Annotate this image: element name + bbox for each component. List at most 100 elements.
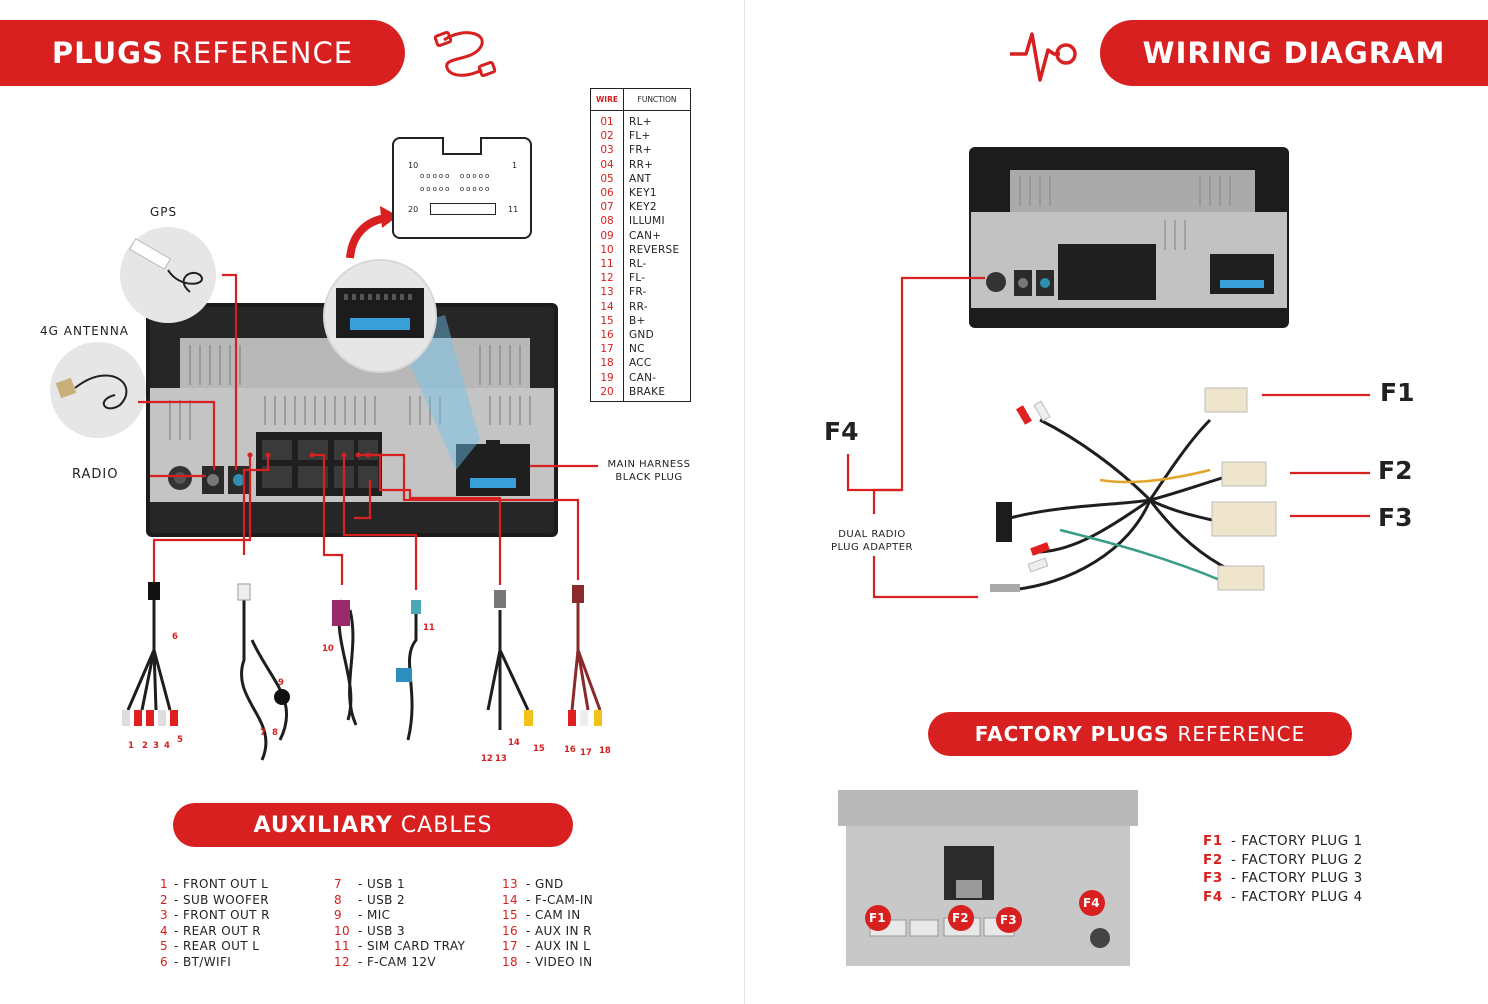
factory-plugs-banner: FACTORY PLUGS REFERENCE: [928, 712, 1352, 756]
aux-item-number: 12: [334, 954, 351, 969]
aux-item-number: 15: [502, 908, 519, 922]
factory-plug-label: - FACTORY PLUG 2: [1231, 851, 1363, 868]
photo-marker-f3: F3: [1000, 913, 1017, 927]
aux-item-number: 11: [334, 939, 351, 953]
wire-function: BRAKE: [629, 385, 666, 398]
aux-list-item: 4- REAR OUT R: [160, 924, 261, 940]
photo-marker-f4: F4: [1083, 896, 1100, 910]
cable-number-16: 16: [564, 745, 576, 755]
wire-function: RL+: [629, 116, 652, 128]
banner-bold: FACTORY PLUGS: [974, 722, 1170, 746]
aux-item-number: 1: [160, 877, 169, 891]
wire-function: CAN+: [629, 229, 662, 242]
aux-item-label: - F-CAM 12V: [358, 954, 437, 969]
factory-plug-code: F4: [1203, 888, 1223, 905]
aux-item-label: - REAR OUT R: [174, 923, 261, 938]
factory-plug-label: - FACTORY PLUG 3: [1231, 870, 1363, 886]
main-harness-line-2: BLACK PLUG: [615, 472, 683, 483]
wire-number: 13: [600, 286, 614, 299]
aux-list-item: 6- BT/WIFI: [160, 955, 231, 971]
wire-table-column-separator: [623, 110, 624, 401]
factory-plug-label: - FACTORY PLUG 4: [1231, 888, 1363, 905]
wire-table-row: 20 BRAKE: [591, 385, 690, 399]
aux-item-number: 5: [160, 939, 169, 953]
aux-list-item: 12 - F-CAM 12V: [334, 955, 436, 971]
dual-radio-line-2: PLUG ADAPTER: [831, 542, 913, 553]
aux-item-number: 13: [502, 877, 519, 891]
aux-item-label: - MIC: [358, 908, 391, 922]
cable-number-3: 3: [153, 741, 159, 751]
factory-plug-label: - FACTORY PLUG 1: [1231, 833, 1363, 849]
plugs-reference-banner: PLUGS REFERENCE: [0, 20, 405, 86]
banner-bold: AUXILIARY: [253, 812, 393, 838]
wire-number: 14: [600, 300, 614, 313]
aux-list-item: 2 - SUB WOOFER: [160, 893, 269, 909]
wire-number: 19: [600, 371, 614, 384]
wire-function: RR+: [629, 158, 654, 171]
aux-list-item: 17- AUX IN L: [502, 939, 590, 955]
wire-function: GND: [629, 329, 654, 341]
aux-item-label: - FRONT OUT L: [174, 877, 269, 891]
wire-number: 16: [600, 329, 614, 341]
harness-label-f3: F3: [1378, 503, 1413, 532]
cable-number-7: 7: [260, 728, 266, 738]
dual-radio-adapter-label: DUAL RADIO PLUG ADAPTER: [820, 528, 924, 554]
aux-item-label: - SUB WOOFER: [174, 892, 269, 907]
wire-function: ANT: [629, 172, 652, 185]
banner-bold: WIRING DIAGRAM: [1142, 36, 1446, 70]
banner-bold: PLUGS: [51, 36, 164, 70]
aux-item-label: - USB 3: [358, 923, 406, 938]
aux-list-item: 15- CAM IN: [502, 908, 581, 924]
aux-item-label: - SIM CARD TRAY: [358, 939, 466, 953]
auxiliary-cables-banner: AUXILIARY CABLES: [173, 803, 573, 847]
pin-row-1: ooooo ooooo: [420, 172, 492, 180]
aux-item-number: 16: [502, 923, 519, 938]
wire-number: 03: [600, 144, 614, 157]
banner-thin: REFERENCE: [1177, 722, 1306, 746]
factory-plug-code: F2: [1203, 851, 1223, 868]
connector-pinout-box: 10 1 20 11 ooooo ooooo ooooo ooooo: [392, 137, 532, 239]
aux-item-number: 10: [334, 923, 351, 938]
aux-item-label: - GND: [526, 877, 564, 891]
wire-number: 18: [600, 357, 614, 370]
aux-list-item: 18- VIDEO IN: [502, 955, 593, 971]
pin-label-tl: 10: [408, 161, 419, 170]
dual-radio-line-1: DUAL RADIO: [838, 529, 906, 540]
wire-function: ACC: [629, 357, 652, 370]
wire-number: 04: [600, 158, 614, 171]
connector-notch: [442, 137, 482, 155]
wire-number: 08: [600, 215, 614, 228]
wire-number: 07: [600, 201, 614, 214]
wire-number: 15: [600, 314, 614, 327]
wire-number: 11: [600, 258, 614, 270]
aux-item-label: - REAR OUT L: [174, 939, 260, 953]
main-harness-line-1: MAIN HARNESS: [607, 459, 691, 470]
wire-header: WIRE: [591, 89, 624, 110]
wire-table-row: 16 GND: [591, 328, 690, 342]
cable-number-11: 11: [423, 623, 435, 633]
wiring-diagram-banner: WIRING DIAGRAM: [1100, 20, 1488, 86]
cable-number-5: 5: [177, 735, 183, 745]
aux-item-number: 2: [160, 892, 169, 907]
aux-list-item: 14- F-CAM-IN: [502, 893, 593, 909]
wire-number: 20: [600, 385, 614, 398]
cable-number-6: 6: [172, 632, 178, 642]
aux-list-item: 8- USB 2: [334, 893, 405, 909]
connector-slot: [430, 203, 496, 215]
cable-icon: [433, 30, 497, 78]
pin-label-tr: 1: [512, 161, 518, 170]
aux-item-number: 14: [502, 892, 519, 907]
